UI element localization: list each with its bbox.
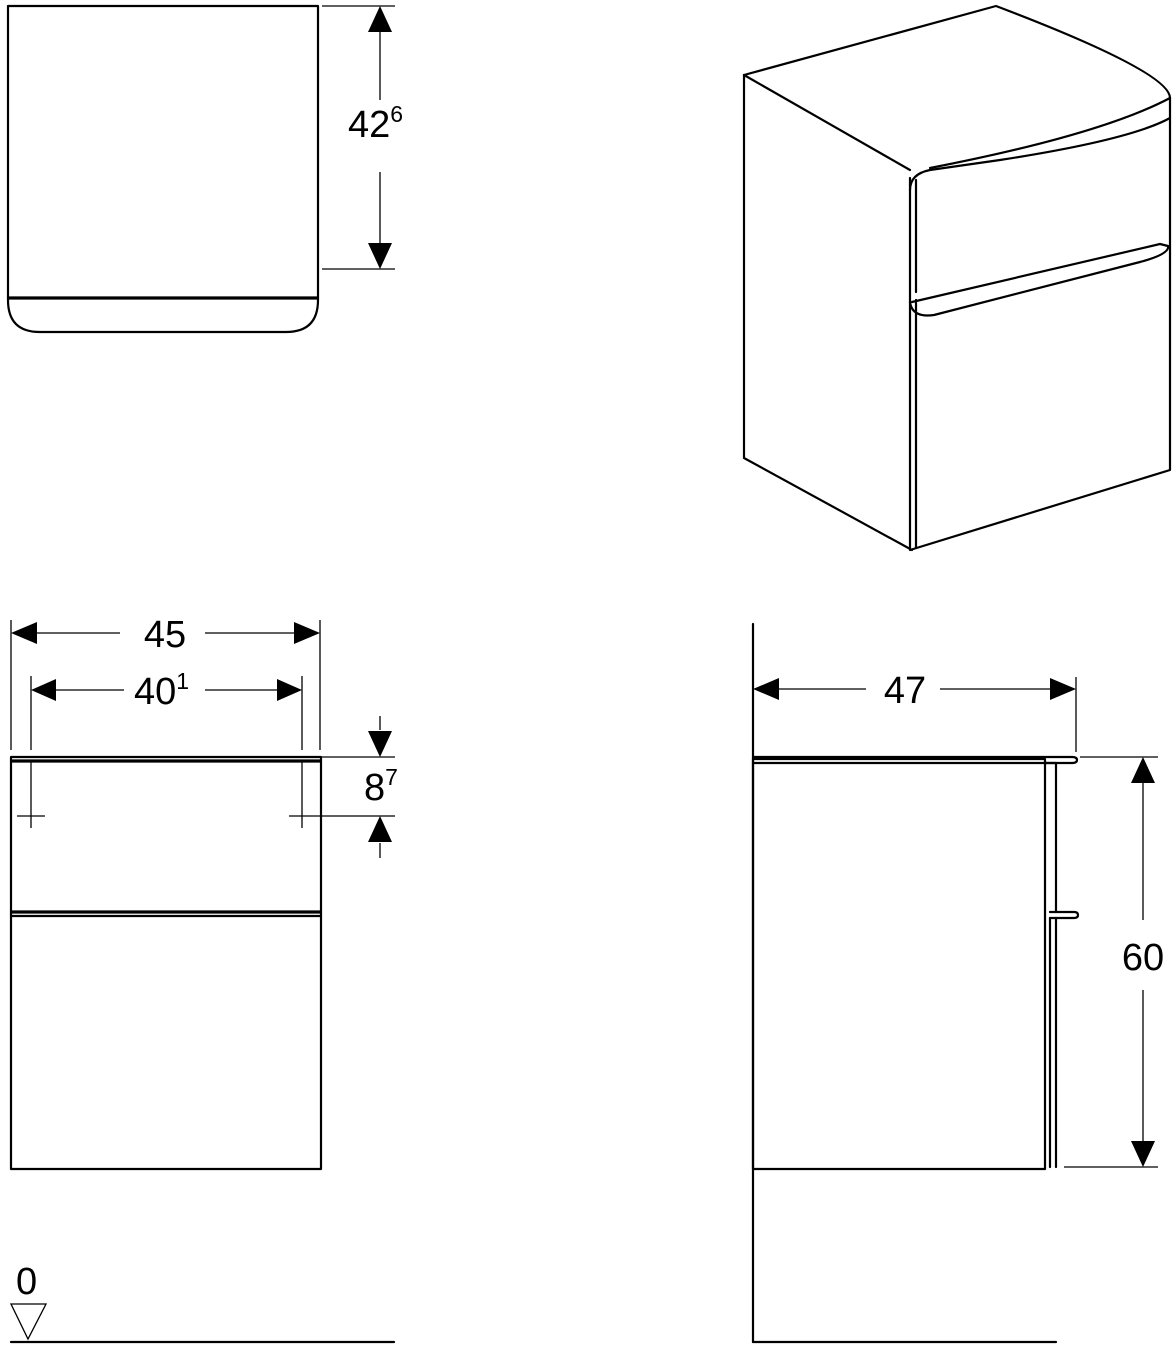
height-arrow-top [1131,757,1155,783]
offset-arrow-top [368,731,392,757]
floor-level-label: 0 [16,1261,37,1303]
top-offset-label: 87 [364,764,398,809]
width-outer-arrow-right [294,622,320,644]
depth-top-label: 426 [348,101,403,146]
height-label: 60 [1122,937,1164,979]
width-outer-arrow-left [11,622,37,644]
width-outer-label: 45 [144,614,186,656]
width-inner-label: 401 [134,668,189,713]
depth-side-arrow-right [1050,678,1076,700]
front-view-outline [9,755,323,1171]
side-top-plate [751,755,1079,765]
height-arrow-bottom [1131,1141,1155,1167]
iso-top-left-edge [742,73,912,172]
side-body [751,757,1047,1171]
width-inner-arrow-left [31,679,56,701]
depth-side-arrow-left [753,678,779,700]
iso-top-front-edge [928,96,1172,170]
depth-arrow-bottom [368,243,392,269]
isometric-view [742,4,1172,552]
iso-front [908,116,1172,552]
top-view: 426 [6,4,403,334]
side-drawer-handle [1048,910,1080,920]
depth-arrow-top [368,6,392,32]
depth-side-label: 47 [884,670,926,712]
iso-left-side [742,73,914,552]
side-view: 47 60 [751,622,1164,1344]
iso-top-surface [742,4,1172,192]
top-view-outline [6,4,320,334]
floor-level-triangle-icon [9,1303,48,1341]
iso-drawer-handle [908,242,1170,317]
front-view: 45 401 87 0 [9,614,398,1344]
width-inner-arrow-right [277,679,302,701]
offset-arrow-bottom [368,816,392,842]
